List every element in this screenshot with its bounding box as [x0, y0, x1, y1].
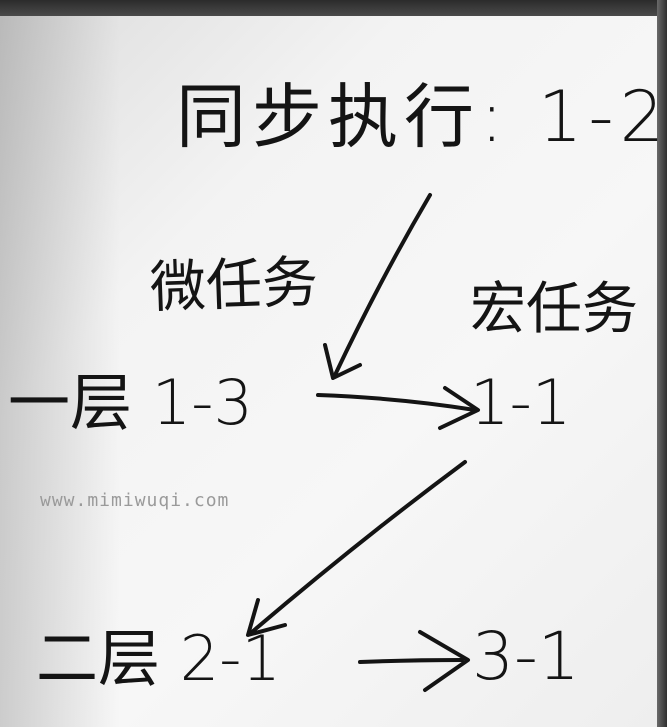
- arrow-micro-to-macro-head: [438, 386, 480, 430]
- board-shadow: [0, 0, 120, 727]
- arrow-layer-two-to-macro: [358, 658, 464, 664]
- arrow-layer-two-to-macro-head: [418, 630, 470, 692]
- watermark: www.mimiwuqi.com: [40, 490, 230, 511]
- arrow-macro-to-layer-two: [250, 460, 467, 634]
- layer-one-macro: 1-1: [470, 366, 572, 439]
- layer-two-macro: 3-1: [472, 618, 580, 695]
- arrow-micro-to-macro: [316, 393, 477, 412]
- board-frame-top: [0, 0, 667, 16]
- layer-one-micro: 一层 1-3: [8, 366, 253, 439]
- arrow-sync-to-micro: [333, 193, 432, 377]
- board-frame-right: [657, 0, 667, 727]
- board-title: 同步执行: 1-2: [176, 76, 667, 158]
- macro-task-label: 宏任务: [470, 277, 638, 342]
- arrow-macro-to-layer-two-head: [246, 598, 287, 637]
- layer-two-micro: 二层 2-1: [36, 622, 281, 695]
- arrow-sync-to-micro-head: [323, 343, 362, 380]
